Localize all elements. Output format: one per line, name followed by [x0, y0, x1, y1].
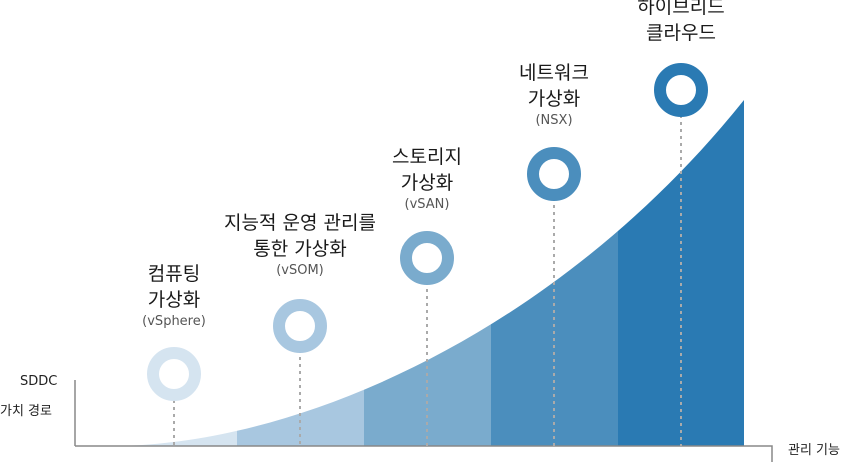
stage-label-vsom: 지능적 운영 관리를 통한 가상화 (vSOM)	[210, 210, 390, 280]
stage-label-network: 네트워크 가상화 (NSX)	[494, 60, 614, 130]
ring-storage	[400, 231, 454, 285]
stage-sub: (vSphere)	[142, 314, 206, 329]
stage-title-2: 통한 가상화	[253, 238, 347, 260]
x-axis-label: 관리 기능	[788, 443, 840, 458]
stage-title-1: 컴퓨팅	[147, 263, 201, 285]
stage-title-1: 스토리지	[392, 146, 462, 168]
stage-title-1: 지능적 운영 관리를	[224, 212, 376, 234]
stage-sub: (NSX)	[535, 113, 573, 128]
stage-sub: (vSOM)	[276, 263, 324, 278]
ring-vsom	[273, 299, 327, 353]
ring-network	[527, 147, 581, 201]
x-axis	[75, 445, 773, 462]
ring-compute	[147, 347, 201, 401]
stage-label-compute: 컴퓨팅 가상화 (vSphere)	[114, 261, 234, 331]
ring-hybrid	[654, 63, 708, 117]
stage-title-1: 네트워크	[519, 62, 589, 84]
stage-label-storage: 스토리지 가상화 (vSAN)	[367, 144, 487, 214]
stage-title-1: 하이브리드	[637, 0, 725, 18]
stage-title-2: 가상화	[527, 88, 581, 110]
stage-title-2: 클라우드	[646, 22, 716, 44]
stage-label-hybrid: 하이브리드 클라우드	[611, 0, 751, 46]
y-axis-label-2: 가치 경로	[0, 404, 52, 419]
y-axis-label-1: SDDC	[20, 374, 58, 389]
stage-title-2: 가상화	[400, 172, 454, 194]
stage-sub: (vSAN)	[404, 197, 450, 212]
stage-title-2: 가상화	[147, 289, 201, 311]
